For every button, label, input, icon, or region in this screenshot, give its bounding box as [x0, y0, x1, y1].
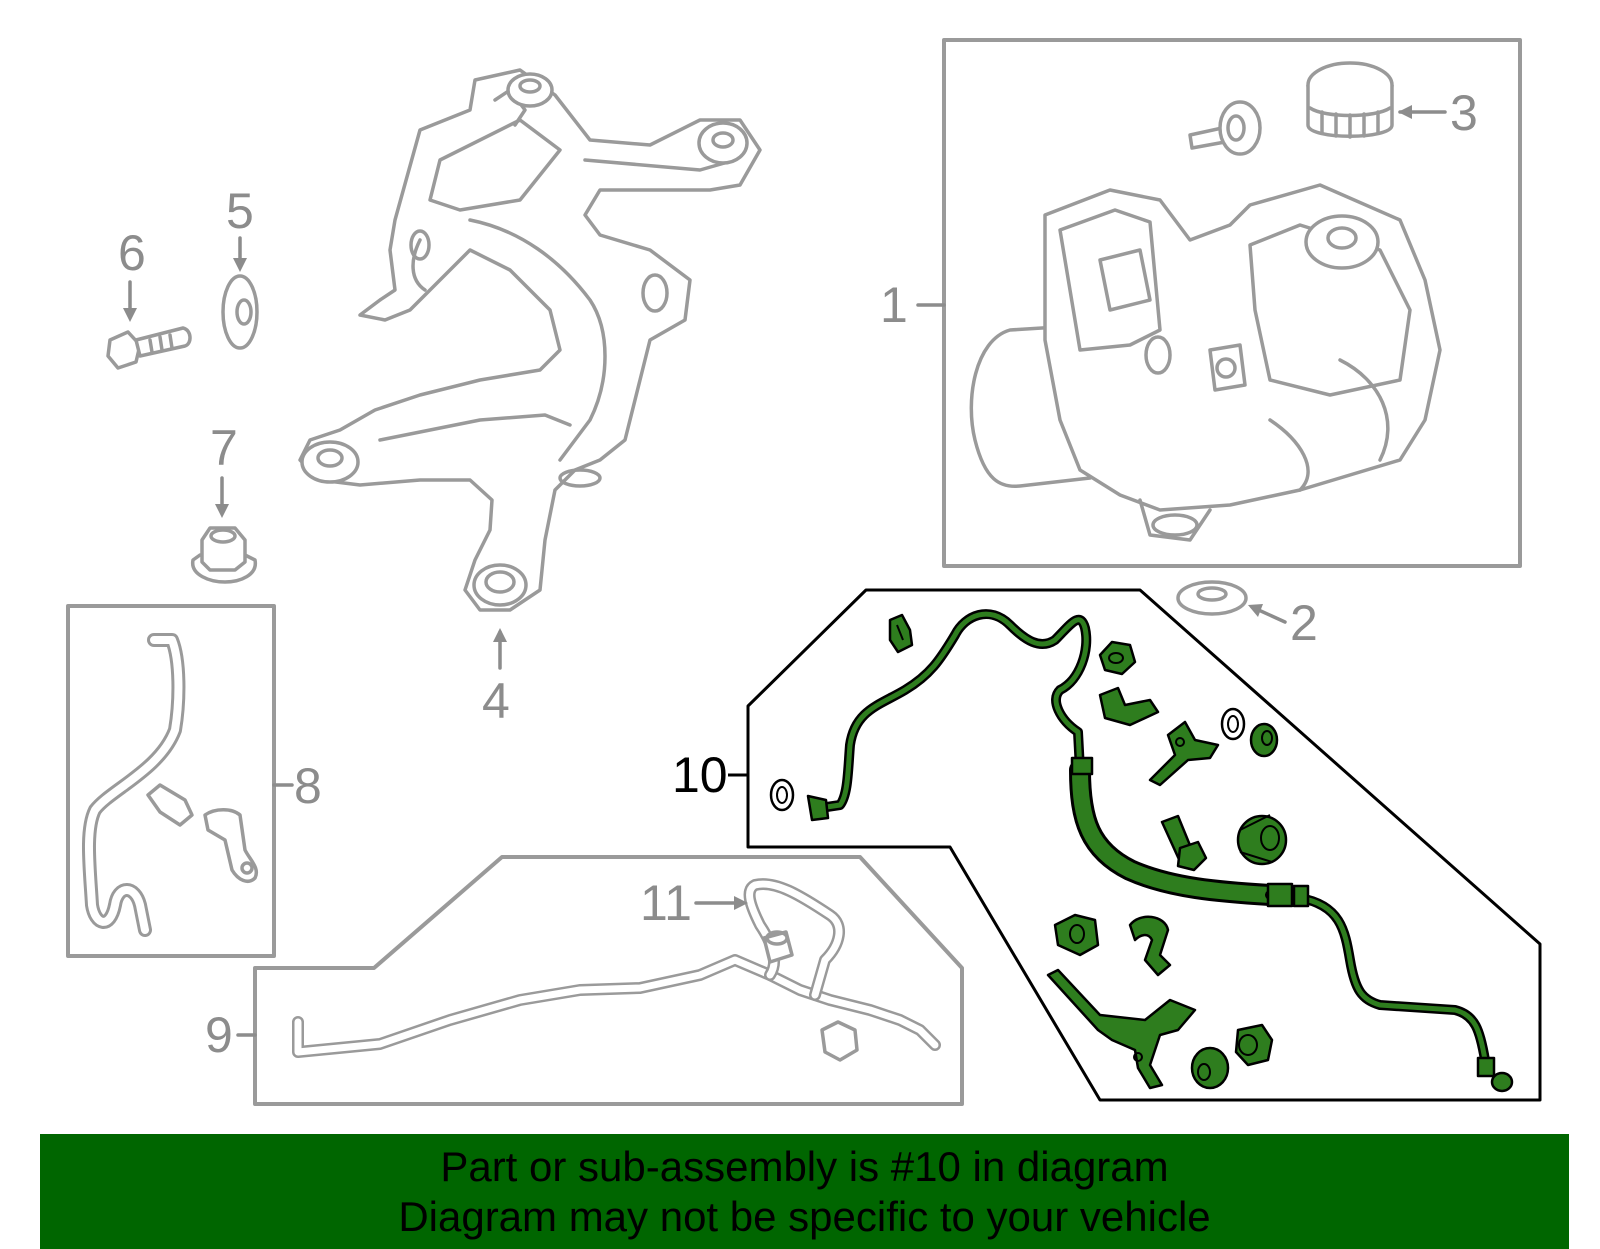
banner-line-disclaimer: Diagram may not be specific to your vehi…: [398, 1193, 1211, 1240]
callout-2: 2: [1248, 595, 1318, 651]
part-7-nut[interactable]: [191, 526, 257, 584]
callout-7: 7: [210, 420, 238, 518]
svg-text:5: 5: [226, 183, 254, 239]
part-9-line-kit[interactable]: [253, 855, 964, 1106]
callout-3: 3: [1398, 85, 1478, 141]
callout-11: 11: [640, 875, 748, 931]
part-1-pump-assembly[interactable]: [942, 38, 1522, 568]
callout-8: 8: [272, 758, 322, 814]
svg-text:1: 1: [880, 277, 908, 333]
info-banner: Part or sub-assembly is #10 in diagram D…: [40, 1134, 1569, 1249]
svg-text:9: 9: [205, 1007, 233, 1063]
part-3-reservoir-cap[interactable]: [1306, 61, 1394, 139]
callout-6: 6: [118, 225, 146, 322]
svg-text:11: 11: [640, 875, 692, 931]
part-8-hose-kit[interactable]: [66, 604, 276, 958]
svg-text:10: 10: [672, 747, 728, 803]
svg-text:7: 7: [210, 420, 238, 476]
svg-text:2: 2: [1290, 595, 1318, 651]
svg-text:8: 8: [294, 758, 322, 814]
callout-9: 9: [205, 1007, 257, 1063]
callout-5: 5: [226, 183, 254, 272]
part-6-bolt[interactable]: [106, 326, 192, 370]
part-10-hose-assembly[interactable]: [746, 588, 1542, 1102]
callout-4: 4: [482, 628, 510, 729]
callout-1: 1: [880, 277, 946, 333]
banner-line-part: Part or sub-assembly is #10 in diagram: [440, 1143, 1169, 1190]
part-2-washer[interactable]: [1176, 580, 1248, 616]
svg-text:6: 6: [118, 225, 146, 281]
part-4-bracket[interactable]: [298, 68, 762, 612]
part-5-grommet[interactable]: [221, 274, 259, 350]
callout-10: 10: [672, 747, 748, 803]
svg-text:4: 4: [482, 673, 510, 729]
svg-text:3: 3: [1450, 85, 1478, 141]
